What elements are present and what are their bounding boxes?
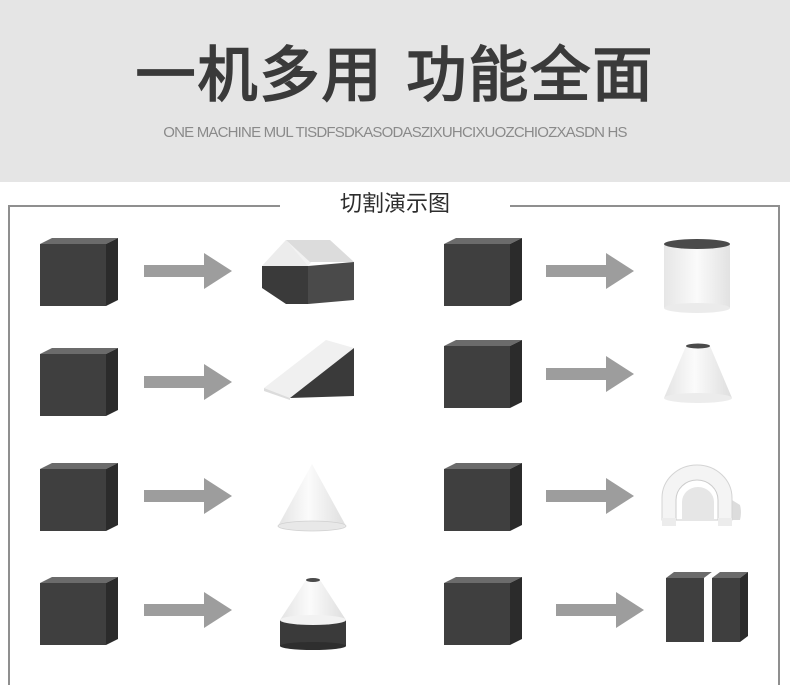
- cylinder-icon: [664, 239, 730, 313]
- split-block-icon: [666, 572, 748, 642]
- page-subtitle: ONE MACHINE MUL TISDFSDKASODASZIXUHCIXUO…: [163, 124, 627, 141]
- demo-cylinder: [444, 238, 730, 313]
- arrow-icon: [144, 592, 232, 628]
- arrow-icon: [144, 364, 232, 400]
- arrow-icon: [144, 478, 232, 514]
- cube-icon: [40, 238, 118, 306]
- arrow-icon: [546, 478, 634, 514]
- arrow-icon: [546, 253, 634, 289]
- section-title: 切割演示图: [280, 190, 510, 220]
- demo-cone: [40, 463, 347, 532]
- demo-wedge: [40, 340, 354, 416]
- demo-cone-on-block: [40, 577, 346, 650]
- demo-truncated-cone: [444, 340, 732, 408]
- cube-icon: [40, 577, 118, 645]
- arrow-icon: [144, 253, 232, 289]
- cube-icon: [40, 463, 118, 531]
- arrow-icon: [546, 356, 634, 392]
- cube-icon: [40, 348, 118, 416]
- cone-on-block-icon: [280, 578, 346, 650]
- cube-icon: [444, 577, 522, 645]
- cube-icon: [444, 340, 522, 408]
- arrow-icon: [556, 592, 644, 628]
- beveled-block-icon: [262, 240, 354, 304]
- page-title: 一机多用 功能全面: [135, 41, 655, 111]
- demo-split-block: [444, 572, 748, 645]
- header-banner: [0, 0, 790, 182]
- demo-beveled-block: [40, 238, 354, 306]
- wedge-icon: [264, 340, 354, 400]
- cone-icon: [277, 464, 347, 532]
- demo-ring: [444, 463, 741, 531]
- cube-icon: [444, 463, 522, 531]
- truncated-cone-icon: [664, 343, 732, 403]
- cube-icon: [444, 238, 522, 306]
- ring-icon: [661, 464, 741, 526]
- demo-grid: [40, 238, 748, 650]
